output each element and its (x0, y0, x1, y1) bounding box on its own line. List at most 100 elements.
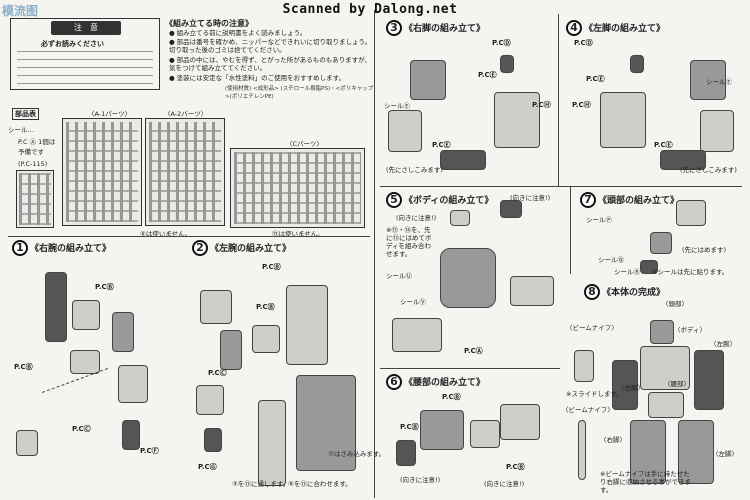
step2-note: ⑦はさみ込みます。 (328, 450, 386, 458)
right-leg-thigh-part (410, 60, 446, 100)
left-arm-shoulder-part (252, 325, 280, 353)
pc-b-label: P.CⒷ (442, 393, 461, 401)
assembled-head (650, 320, 674, 344)
seal-label: シールⓅ (586, 216, 612, 224)
scan-banner: Scanned by Dalong.net (282, 2, 458, 17)
body-vent-part (500, 200, 522, 218)
notes-heading: 《組み立てる時の注意》 (165, 19, 253, 28)
caution-subtitle: 必ずお読みください (41, 40, 104, 48)
step3-title: 3《右脚の組み立て》 (386, 20, 485, 36)
left-leg-shin-part (600, 92, 646, 148)
step7-title: 7《頭部の組み立て》 (580, 192, 679, 208)
right-leg-label: 〈右脚〉 (600, 436, 626, 444)
caution-text-line (17, 83, 153, 84)
right-arm-cap-part (16, 430, 38, 456)
beam-knife-part (574, 350, 594, 382)
right-forearm-part (118, 365, 148, 403)
right-arm-upper-part (72, 300, 100, 330)
seal-label: シールⓇ (614, 268, 640, 276)
note-item: 塗装には安定な「水性塗料」のご使用をおすすめします。 (169, 74, 374, 82)
waist-rear-part (500, 404, 540, 440)
note-item: 部品は番号を確かめ、ニッパーなどできれいに切り取りましょう。切り取った後のゴミは… (169, 38, 374, 54)
left-arm-label: 〈左腕〉 (710, 340, 736, 348)
pc-b-label: P.CⒷ (95, 283, 114, 291)
pc-d-label: P.CⒹ (492, 39, 511, 47)
pc-spare-note: P.C Ⓐ 1個は予備です (18, 138, 56, 156)
pc-b-label: P.CⒷ (400, 423, 419, 431)
caution-text-line (17, 67, 153, 68)
beam-knife-note: ※ビームナイフは手に持たせたり右脚に収納させる事ができます。 (600, 470, 691, 494)
watermark: 模流图 (2, 4, 39, 18)
pc-c-label: P.CⒸ (72, 425, 91, 433)
step1-title: 1《右腕の組み立て》 (12, 240, 111, 256)
assembled-waist (648, 392, 684, 418)
caution-text-line (17, 59, 153, 60)
seal-label: シールⒺ (384, 102, 410, 110)
left-arm-elbow-part (220, 330, 242, 370)
left-leg-thigh-part (690, 60, 726, 100)
left-leg-joint-part (630, 55, 644, 73)
shield-frame-part (258, 400, 286, 486)
caution-text-line (17, 75, 153, 76)
a2-parts-label: 〈A-2パーツ〉 (164, 110, 208, 118)
left-leg-armor-part (700, 110, 734, 152)
left-hand-part (204, 428, 222, 452)
shield-part (286, 285, 328, 365)
assembled-body (640, 346, 690, 390)
slide-note: ※スライドします。 (566, 390, 623, 398)
caution-box: 注 意 必ずお読みください (10, 18, 160, 90)
seal-label: シールⓊ (386, 272, 412, 280)
orientation-note: (向きに注意!) (484, 480, 525, 488)
head-visor-part (640, 260, 658, 274)
step4-note: (先にさしこみます) (680, 166, 737, 174)
right-leg-joint-part (500, 55, 514, 73)
right-arm-shoulder-part (45, 272, 67, 342)
note-item: 組み立てる前に説明書をよく読みましょう。 (169, 29, 374, 37)
page-divider (374, 10, 375, 498)
pc-e-label: P.CⒺ (478, 71, 497, 79)
right-arm-joint-part (70, 350, 100, 374)
orientation-note: (向きに注意!) (396, 214, 437, 222)
step8-title: 8《本体の完成》 (584, 284, 665, 300)
step7-note: (先にはめます) (682, 246, 727, 254)
backpack-part (510, 276, 554, 306)
step4-title: 4《左脚の組み立て》 (566, 20, 665, 36)
section-divider (380, 186, 742, 187)
right-arm-elbow-part (112, 312, 134, 352)
parts-table-label: 部品表 (12, 108, 39, 120)
pc-d-label: P.CⒹ (574, 39, 593, 47)
head-face-part (650, 232, 672, 254)
beam-knife-label: 〈ビームナイフ〉 (562, 406, 614, 414)
c-runner (230, 148, 365, 228)
orientation-note: (向きに注意!) (510, 194, 551, 202)
orientation-note: (向きに注意!) (400, 476, 441, 484)
body-front-part (392, 318, 442, 352)
seal-label: シールⒺ (706, 78, 732, 86)
step3-note: (先にさしこみます) (386, 166, 443, 174)
step5-note: ※⑬・⑭を、先に⑬にはめてボディを組み合わせます。 (386, 226, 432, 258)
step2-note: ⑨を⑬に合わせます。 (288, 480, 352, 488)
material-note: (使用材質) <成形品> (スチロール樹脂PS)・<ポリキャップ>(ポリエチレン… (225, 86, 374, 100)
pc-runner (16, 170, 54, 228)
beam-knife-label: 〈ビームナイフ〉 (566, 324, 618, 332)
assembled-left-leg (678, 420, 714, 484)
assembled-left-arm (694, 350, 724, 410)
pc-b-label: P.CⒷ (14, 363, 33, 371)
unused-a-note: ⑤は使いません。 (140, 230, 192, 238)
seal-label: シールⓋ (400, 298, 426, 306)
waist-center-part (420, 410, 464, 450)
body-top-part (450, 210, 470, 226)
a1-runner (62, 118, 142, 226)
pc-b-label: P.CⒷ (262, 263, 281, 271)
a2-runner (145, 118, 225, 226)
left-arm-upper-part (200, 290, 232, 324)
head-label: 〈頭部〉 (662, 300, 688, 308)
step5-title: 5《ボディの組み立て》 (386, 192, 493, 208)
right-foot-part (440, 150, 486, 170)
section-divider (8, 236, 370, 237)
a1-parts-label: 〈A-1パーツ〉 (88, 110, 132, 118)
assembly-notes: 《組み立てる時の注意》 組み立てる前に説明書をよく読みましょう。 部品は番号を確… (165, 18, 375, 100)
right-leg-armor-part (388, 110, 422, 152)
pc-h-label: P.CⒽ (532, 101, 551, 109)
right-hand-part (122, 420, 140, 450)
